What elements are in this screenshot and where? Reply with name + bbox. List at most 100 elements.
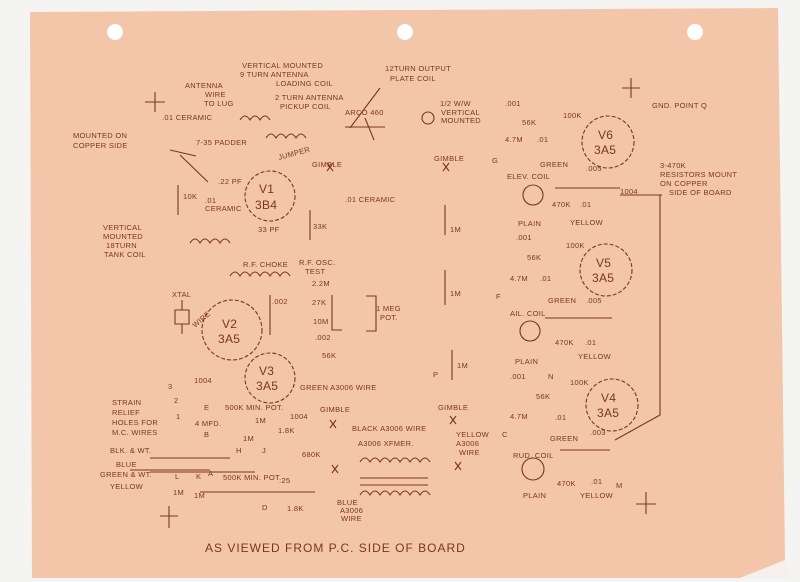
label: B xyxy=(204,430,209,439)
label: .01 xyxy=(591,477,602,486)
label: ANTENNA xyxy=(185,81,223,90)
label: GREEN & WT. xyxy=(100,470,152,479)
label: 10M xyxy=(313,317,329,326)
label: RESISTORS MOUNT xyxy=(660,170,737,179)
label: 500K MIN. POT. xyxy=(223,473,281,482)
label: 1M xyxy=(450,289,461,298)
label: WIRE xyxy=(459,448,480,457)
tube-name: V2 xyxy=(222,317,237,331)
label: .003 xyxy=(590,428,606,437)
label: E xyxy=(204,403,209,412)
paper-sheet xyxy=(30,8,785,578)
label: 1004 xyxy=(194,376,212,385)
label: GREEN xyxy=(540,160,568,169)
label: .001 xyxy=(510,372,526,381)
label: 100K xyxy=(563,111,582,120)
label: 1M xyxy=(194,491,205,500)
label: TANK COIL xyxy=(104,250,146,259)
label: H xyxy=(236,446,242,455)
label: 1004 xyxy=(290,412,308,421)
label: .01 xyxy=(540,274,551,283)
label: PLAIN xyxy=(515,357,538,366)
label: 1 xyxy=(176,412,180,421)
tube-outlines xyxy=(201,115,639,432)
label: 9 TURN ANTENNA xyxy=(240,70,309,79)
label: .01 xyxy=(205,196,216,205)
label: J xyxy=(262,446,266,455)
label: .22 PF xyxy=(218,177,242,186)
label: 4.7M xyxy=(510,412,528,421)
label: GREEN A3006 WIRE xyxy=(300,383,377,392)
tube-type: 3A5 xyxy=(256,379,278,393)
label: YELLOW xyxy=(570,218,604,227)
label: RUD. COIL xyxy=(513,451,554,460)
label: 1M xyxy=(450,225,461,234)
tube-name: V4 xyxy=(601,391,616,405)
label: M xyxy=(616,481,623,490)
label: GIMBLE xyxy=(320,405,350,414)
label: PLATE COIL xyxy=(390,74,436,83)
label: TEST xyxy=(305,267,325,276)
label: GIMBLE xyxy=(434,154,464,163)
label: VERTICAL xyxy=(103,223,142,232)
label: D xyxy=(262,503,268,512)
label: 10K xyxy=(183,192,197,201)
label: .01 xyxy=(555,413,566,422)
label: 33 PF xyxy=(258,225,280,234)
label: XTAL xyxy=(172,290,191,299)
label: YELLOW xyxy=(456,430,490,439)
label: 470K xyxy=(552,200,571,209)
punch-hole xyxy=(687,24,703,40)
punch-hole xyxy=(397,24,413,40)
tube-type: 3A5 xyxy=(592,271,614,285)
label: 33K xyxy=(313,222,327,231)
label: HOLES FOR xyxy=(112,418,158,427)
label: A3006 XFMER. xyxy=(358,439,414,448)
tube-type: 3A5 xyxy=(594,143,616,157)
label: 100K xyxy=(566,241,585,250)
label: A xyxy=(208,469,213,478)
label: AIL. COIL xyxy=(510,309,546,318)
label: 12TURN OUTPUT xyxy=(385,64,451,73)
label: STRAIN xyxy=(112,398,141,407)
label: 2 xyxy=(174,396,178,405)
label: 27K xyxy=(312,298,326,307)
label: 56K xyxy=(322,351,336,360)
label: GND. POINT Q xyxy=(652,101,707,110)
diagram-caption: AS VIEWED FROM P.C. SIDE OF BOARD xyxy=(205,541,466,555)
label: .001 xyxy=(505,99,521,108)
label: MOUNTED ON xyxy=(73,131,127,140)
label: A3006 xyxy=(340,506,363,515)
label: .25 xyxy=(279,476,290,485)
label: .005 xyxy=(586,164,602,173)
tube-name: V1 xyxy=(259,182,274,196)
page-curl xyxy=(740,560,790,578)
label: WIRE xyxy=(205,90,226,99)
label: ARCO 460 xyxy=(345,108,384,117)
label: GIMBLE xyxy=(438,403,468,412)
label: BLUE xyxy=(116,460,137,469)
tube-type: 3A5 xyxy=(218,332,240,346)
label: BLUE xyxy=(337,498,358,507)
punch-hole xyxy=(107,24,123,40)
label: BLK. & WT. xyxy=(110,446,151,455)
label: 7-35 PADDER xyxy=(196,138,247,147)
label: .002 xyxy=(315,333,331,342)
label: .01 xyxy=(580,200,591,209)
label: 1/2 W/W xyxy=(440,99,471,108)
label: P xyxy=(433,370,438,379)
label: 56K xyxy=(522,118,536,127)
label: GIMBLE xyxy=(312,160,342,169)
label: GREEN xyxy=(550,434,578,443)
label: M.C. WIRES xyxy=(112,428,158,437)
label: GREEN xyxy=(548,296,576,305)
label: 4 MFD. xyxy=(195,419,221,428)
label: YELLOW xyxy=(110,482,144,491)
label: CERAMIC xyxy=(205,204,242,213)
label: .01 xyxy=(537,135,548,144)
label: F xyxy=(496,292,501,301)
label: .01 CERAMIC xyxy=(162,113,213,122)
circuit-traces xyxy=(130,87,662,497)
